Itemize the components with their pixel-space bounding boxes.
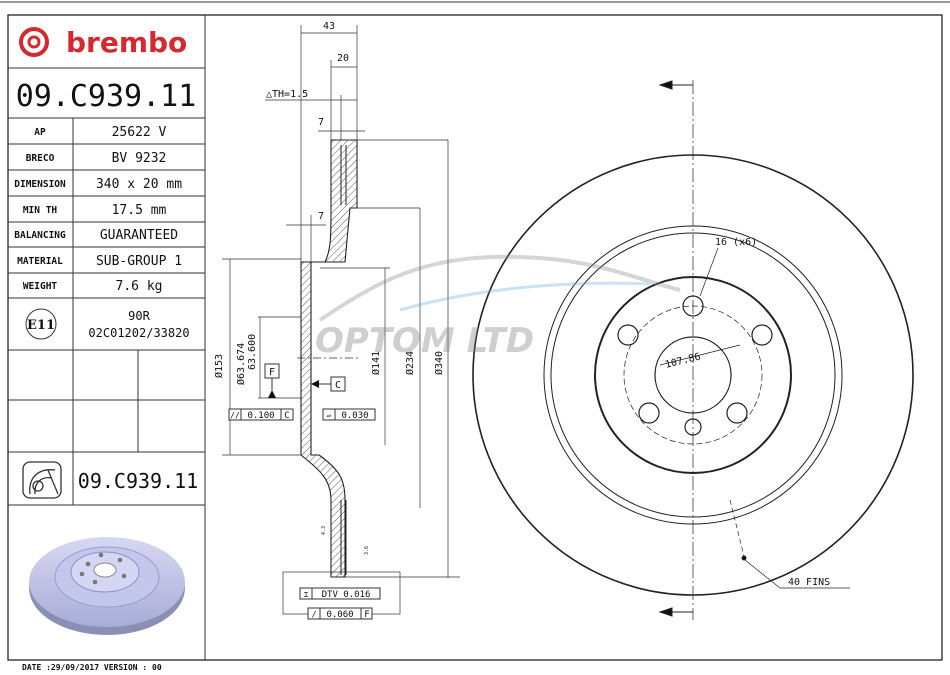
approval-regulation: 90R — [128, 309, 150, 323]
parallelism-tolerance: 0.100 — [247, 411, 274, 421]
spec-value: GUARANTEED — [100, 228, 178, 243]
svg-text:E11: E11 — [27, 318, 55, 333]
watermark: OPTOM LTD — [315, 254, 681, 361]
svg-text:△TH=1.5: △TH=1.5 — [266, 89, 308, 100]
datum-c: C — [335, 380, 341, 391]
datum-f: F — [269, 367, 275, 378]
svg-text:F: F — [364, 610, 369, 620]
svg-text:7: 7 — [318, 211, 324, 222]
sheet-frame — [7, 14, 943, 661]
flatness-tolerance: 0.030 — [341, 411, 368, 421]
pcd-dimension: 107.86 — [664, 351, 702, 370]
svg-text:20: 20 — [337, 53, 349, 64]
svg-text:/: / — [312, 610, 317, 619]
svg-text:63.600: 63.600 — [247, 334, 258, 370]
svg-text:7: 7 — [318, 117, 324, 128]
spec-table: AP 25622 V BRECO BV 9232 DIMENSION 340 x… — [14, 125, 182, 294]
spec-label: WEIGHT — [23, 281, 58, 292]
svg-text:4.3: 4.3 — [321, 526, 327, 535]
spec-value: 25622 V — [112, 125, 167, 140]
runout-tolerance: 0.060 — [326, 610, 353, 620]
spec-label: DIMENSION — [14, 179, 66, 190]
spec-label: MATERIAL — [17, 256, 63, 267]
svg-text:OPTOM LTD: OPTOM LTD — [315, 321, 534, 361]
svg-text:⌶: ⌶ — [304, 590, 309, 599]
spec-value: 17.5 mm — [112, 203, 167, 218]
fins-callout: 40 FINS — [788, 577, 830, 588]
svg-text:▱: ▱ — [327, 411, 332, 420]
svg-text:Ø234: Ø234 — [404, 351, 416, 375]
spec-value: BV 9232 — [112, 151, 167, 166]
svg-text:Ø63.674: Ø63.674 — [235, 343, 247, 385]
svg-text://: // — [230, 411, 240, 420]
disc-3d-render — [29, 537, 185, 635]
section-view — [222, 25, 460, 578]
part-number-bottom: 09.C939.11 — [78, 469, 198, 493]
section-dimensions: 43 20 △TH=1.5 7 7 Ø153 Ø63.674 63.600 Ø1… — [213, 21, 445, 620]
svg-text:C: C — [284, 411, 289, 421]
spec-value: SUB-GROUP 1 — [96, 254, 182, 269]
disc-profile-icon — [22, 461, 62, 499]
date-version: DATE :29/09/2017 VERSION : 00 — [22, 663, 162, 672]
hole-callout: 16 (x6) — [715, 237, 757, 248]
e11-approval-mark: E11 — [25, 308, 57, 340]
spec-label: BALANCING — [14, 230, 66, 241]
svg-text:3.6: 3.6 — [364, 546, 370, 555]
spec-label: BRECO — [26, 153, 55, 164]
approval-number: 02C01202/33820 — [88, 326, 189, 340]
spec-label: MIN TH — [23, 205, 58, 216]
brembo-logo: brembo — [19, 26, 187, 59]
svg-text:Ø141: Ø141 — [370, 351, 382, 375]
spec-value: 7.6 kg — [116, 279, 163, 294]
spec-value: 340 x 20 mm — [96, 177, 182, 192]
dtv-tolerance: DTV 0.016 — [322, 590, 371, 600]
part-number-title: 09.C939.11 — [16, 79, 197, 114]
brand-name: brembo — [66, 26, 187, 59]
front-view — [472, 80, 914, 620]
svg-text:Ø340: Ø340 — [433, 351, 445, 375]
svg-text:Ø153: Ø153 — [213, 354, 225, 378]
spec-label: AP — [34, 127, 46, 138]
title-block — [8, 15, 206, 660]
svg-text:43: 43 — [323, 21, 335, 32]
